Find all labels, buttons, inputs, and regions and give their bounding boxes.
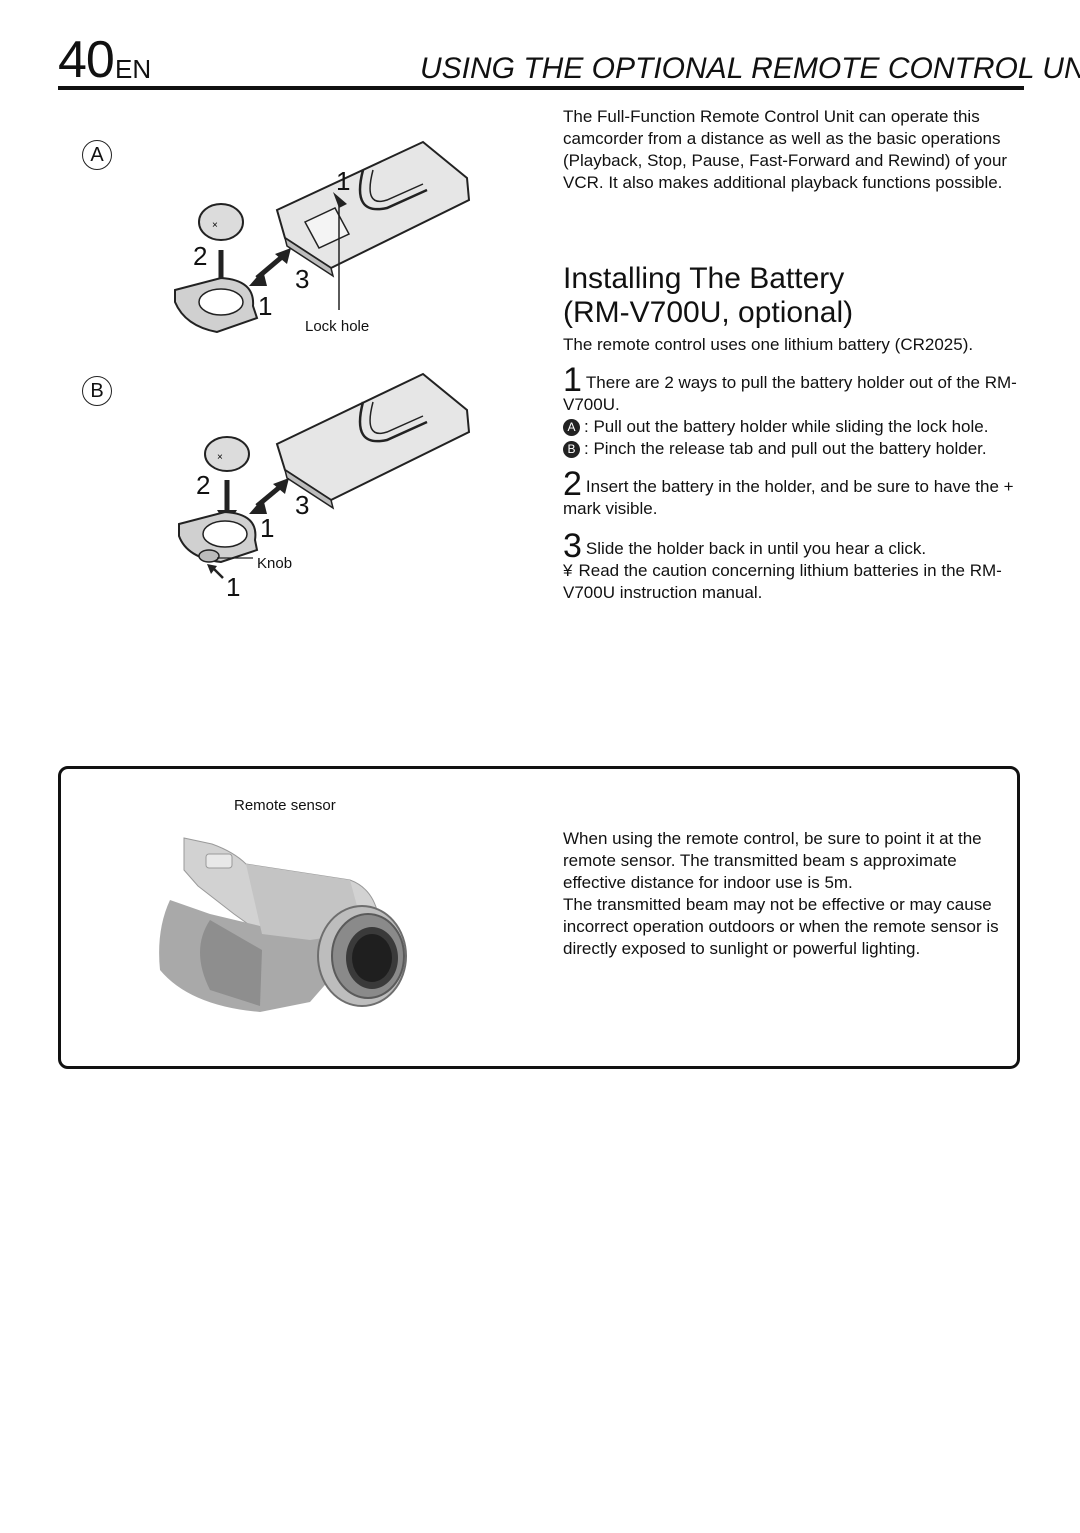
battery-holder-a [174,276,259,334]
battery-heading-line2: (RM-V700U, optional) [563,296,854,329]
remote-unit-b [275,372,471,510]
camcorder-illustration [159,837,407,1012]
figure-a-step-2: 2 [193,241,208,271]
language-code: EN [115,54,152,84]
figure-a-letter: A [82,140,112,170]
section-title: USING THE OPTIONAL REMOTE CONTROL UNIT [420,52,1080,85]
camcorder-lens [317,905,407,1007]
coin-battery-b: × [204,436,250,472]
figure-a-illustration: × [174,140,471,334]
sub-step-b: B : Pinch the release tab and pull out t… [563,438,1033,460]
figure-b-step-2: 2 [196,470,211,500]
coin-battery-a: × [198,203,244,241]
circled-b-icon: B [563,441,580,458]
note-bullet: ¥ [563,561,573,580]
step-1-number: 1 [563,361,582,399]
battery-heading-line1: Installing The Battery [563,262,845,295]
figure-a-step-1-bottom: 1 [258,291,273,321]
figure-b-letter: B [82,376,112,406]
caution-note-text: Read the caution concerning lithium batt… [563,561,1002,602]
figure-b-illustration: × [178,372,471,579]
sensor-paragraph-1: When using the remote control, be sure t… [563,829,982,892]
remote-unit-a [275,140,471,278]
lock-hole-label: Lock hole [305,318,370,335]
sensor-paragraph-2: The transmitted beam may not be effectiv… [563,895,999,958]
page-number: 40 [58,31,115,89]
step-3-number: 3 [563,527,582,565]
knob-label: Knob [257,555,293,572]
step-2-number: 2 [563,465,582,503]
header-rule [58,86,1024,90]
figure-a-step-1-top: 1 [336,166,351,196]
remote-sensor-text: When using the remote control, be sure t… [563,828,1003,960]
svg-text:×: × [212,220,218,231]
svg-text:×: × [217,452,223,463]
figure-a-step-3: 3 [295,264,310,294]
battery-instructions: The remote control uses one lithium batt… [563,334,1033,604]
sub-step-a-text: : Pull out the battery holder while slid… [584,417,989,436]
step-2-text: Insert the battery in the holder, and be… [563,477,1014,518]
sub-step-b-text: : Pinch the release tab and pull out the… [584,439,987,458]
sub-step-a: A : Pull out the battery holder while sl… [563,416,1033,438]
step-1-text: There are 2 ways to pull the battery hol… [563,373,1017,414]
battery-heading: Installing The Battery (RM-V700U, option… [563,262,1033,330]
intro-paragraph: The Full-Function Remote Control Unit ca… [563,107,1008,192]
circled-a-icon: A [563,419,580,436]
figure-b-step-1: 1 [260,513,275,543]
figure-b-step-3: 3 [295,490,310,520]
figure-b-step-1-knob: 1 [226,572,241,602]
remote-sensor-window [205,853,233,869]
remote-sensor-box [58,766,1020,1069]
remote-sensor-label: Remote sensor [234,797,336,814]
step-3-text: Slide the holder back in until you hear … [585,539,927,558]
battery-lead: The remote control uses one lithium batt… [563,335,974,354]
battery-holder-b [178,510,259,564]
caution-note: ¥Read the caution concerning lithium bat… [563,560,1033,604]
